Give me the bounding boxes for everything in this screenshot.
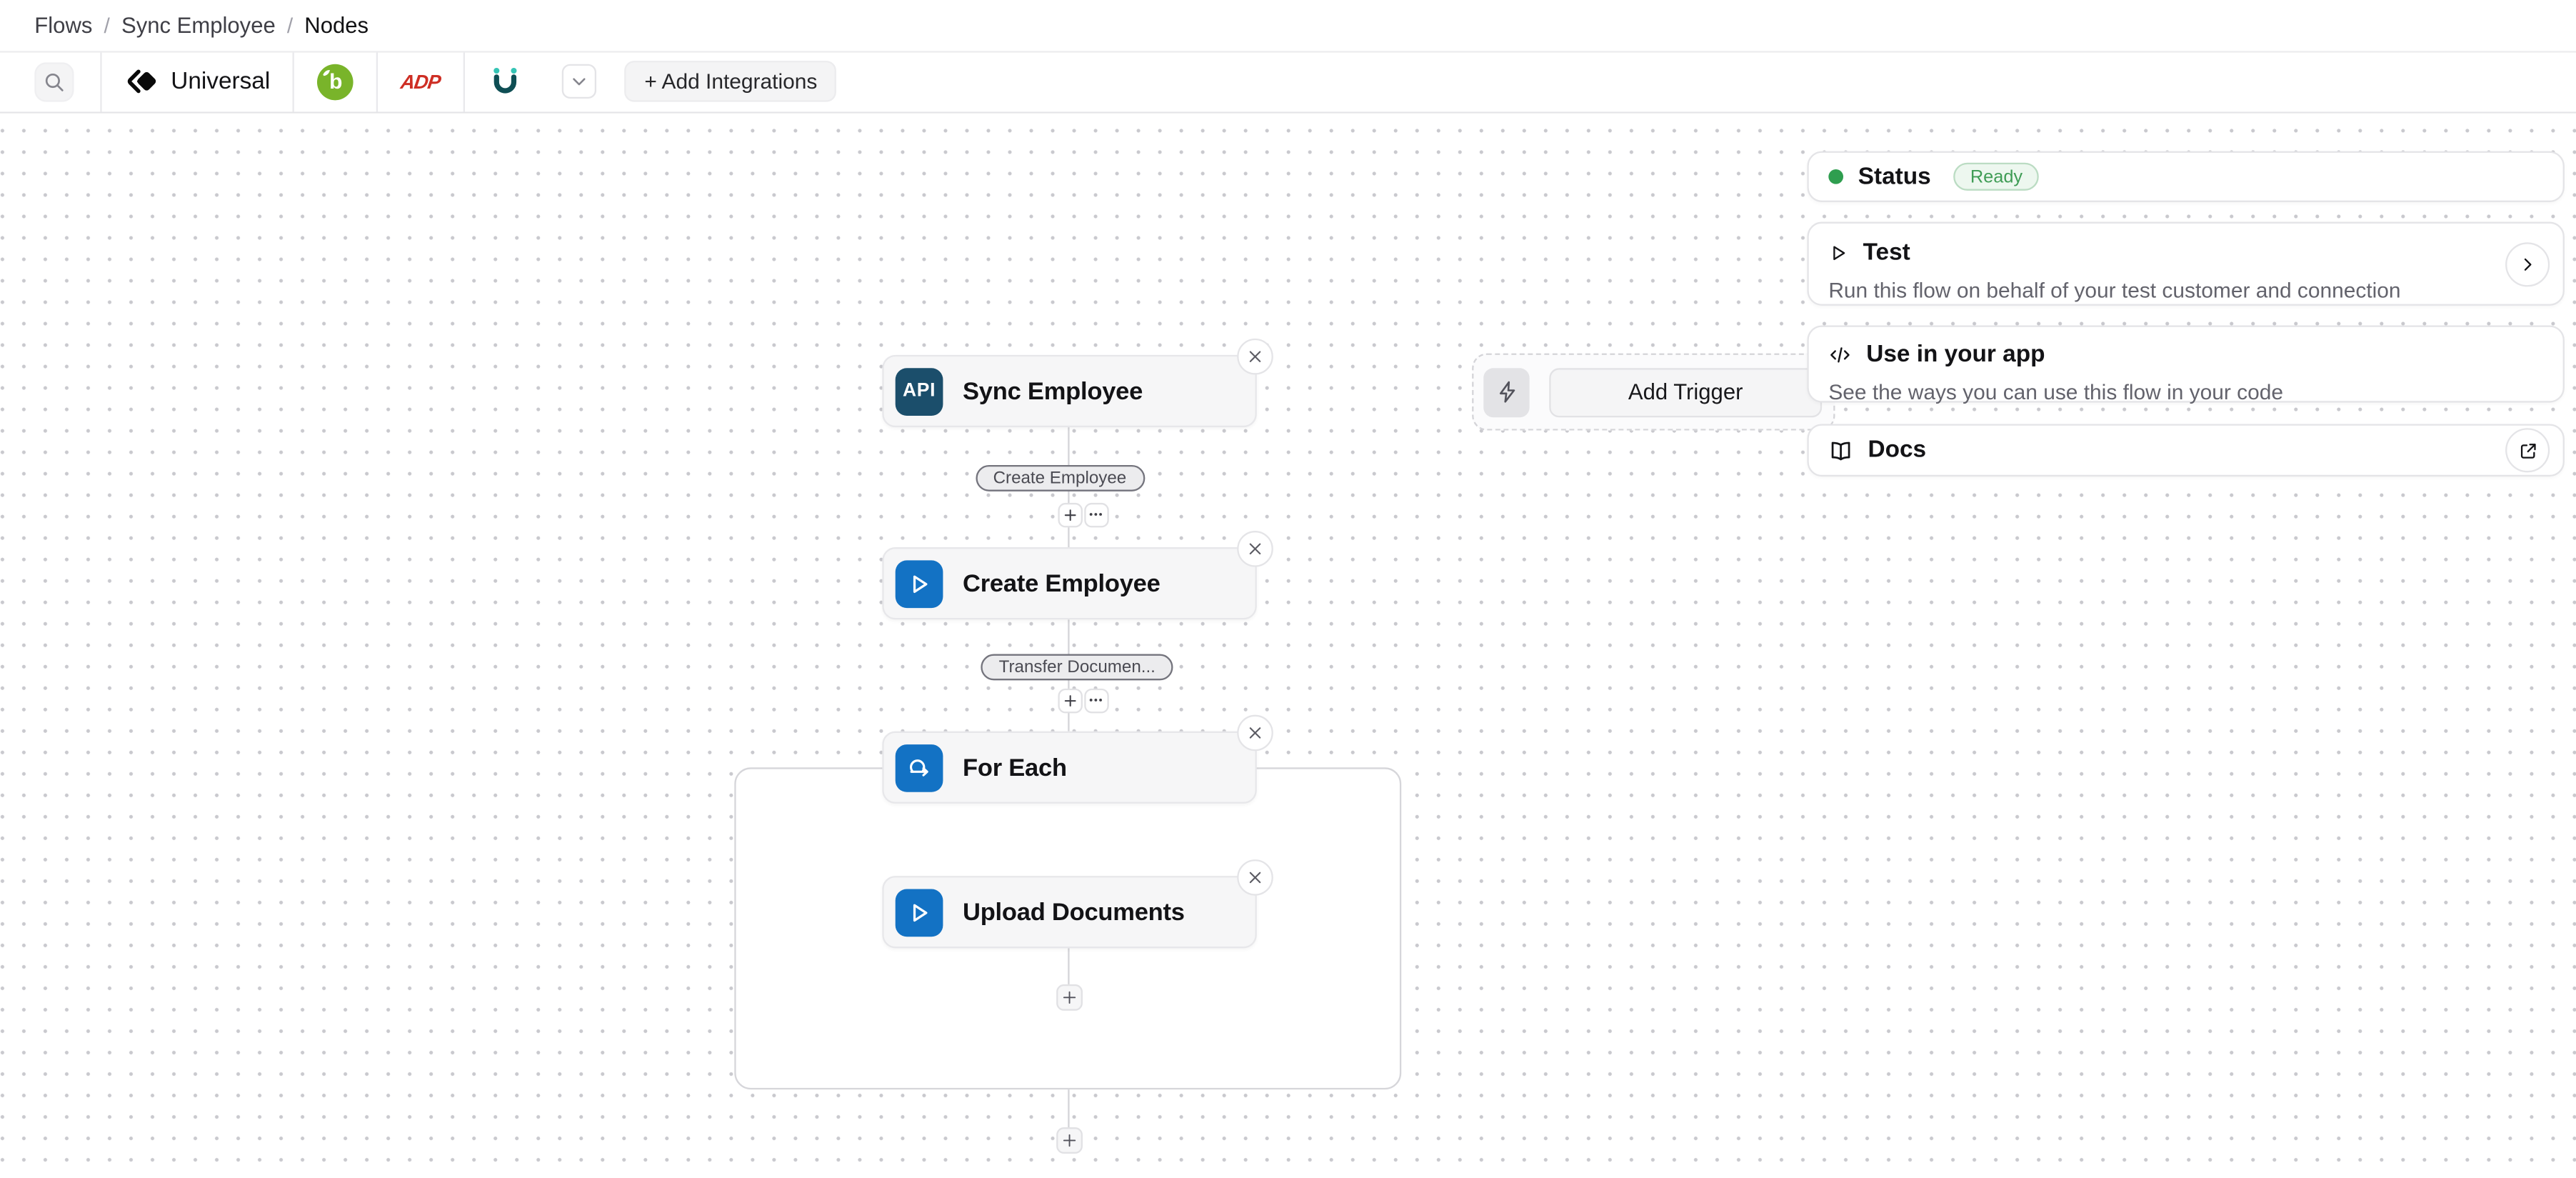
status-dot xyxy=(1828,169,1844,184)
adp-logo: ADP xyxy=(400,69,443,93)
use-in-app-card[interactable]: Use in your app See the ways you can use… xyxy=(1807,325,2565,404)
docs-external-link-button[interactable] xyxy=(2505,428,2550,473)
search-icon xyxy=(43,70,66,93)
node-title: Sync Employee xyxy=(963,376,1143,406)
close-icon xyxy=(1247,349,1263,365)
docs-card[interactable]: Docs xyxy=(1807,424,2565,477)
status-title: Status xyxy=(1858,163,1931,190)
breadcrumb-flows[interactable]: Flows xyxy=(34,12,93,38)
plus-icon xyxy=(1061,989,1078,1005)
chevron-right-icon xyxy=(2518,255,2536,273)
node-for-each[interactable]: For Each xyxy=(882,714,1273,804)
close-icon xyxy=(1247,541,1263,557)
more-options-icon xyxy=(1088,506,1104,523)
breadcrumb-separator: / xyxy=(104,12,110,38)
search-button[interactable] xyxy=(34,61,74,101)
node-sync-employee[interactable]: API Sync Employee xyxy=(882,338,1273,428)
node-title: Upload Documents xyxy=(963,898,1185,927)
remove-node-button[interactable] xyxy=(1237,531,1273,567)
code-icon xyxy=(1828,344,1851,366)
integration-app-logo xyxy=(125,66,156,97)
link-label-create-employee[interactable]: Create Employee xyxy=(975,465,1145,491)
chevron-down-icon xyxy=(571,72,588,90)
tab-adp[interactable]: ADP xyxy=(376,51,464,111)
use-in-app-title: Use in your app xyxy=(1866,341,2045,369)
plus-icon xyxy=(1061,1132,1078,1148)
remove-node-button[interactable] xyxy=(1237,714,1273,752)
tab-bamboohr[interactable]: b xyxy=(293,51,376,111)
docs-title: Docs xyxy=(1868,436,1927,464)
link-options-button[interactable] xyxy=(1083,687,1108,713)
more-options-icon xyxy=(1088,692,1104,708)
status-badge: Ready xyxy=(1953,162,2040,191)
flow-canvas[interactable]: Add Trigger API Sync Employee Create Emp… xyxy=(0,112,2576,1178)
test-subtitle: Run this flow on behalf of your test cus… xyxy=(1828,277,2401,303)
node-upload-documents[interactable]: Upload Documents xyxy=(882,859,1273,949)
breadcrumb-separator: / xyxy=(286,12,294,38)
add-trigger-zone: Add Trigger xyxy=(1472,353,1835,431)
test-title: Test xyxy=(1863,239,1910,266)
integrations-dropdown-button[interactable] xyxy=(562,64,597,99)
tab-universal[interactable]: Universal xyxy=(100,51,293,111)
ukg-logo xyxy=(488,64,523,99)
loop-icon xyxy=(895,743,943,792)
test-expand-button[interactable] xyxy=(2505,241,2550,286)
external-link-icon xyxy=(2517,441,2537,461)
link-label-transfer-documents[interactable]: Transfer Documen... xyxy=(981,654,1174,680)
connector-line xyxy=(1068,948,1071,984)
play-icon xyxy=(895,559,943,607)
tab-ukg[interactable] xyxy=(463,51,546,111)
add-node-button[interactable] xyxy=(1057,687,1082,713)
remove-node-button[interactable] xyxy=(1237,859,1273,896)
integrations-toolbar: Universal b ADP + Add Integrations xyxy=(0,50,2576,113)
add-node-after-loop-button[interactable] xyxy=(1056,1126,1083,1153)
status-card: Status Ready xyxy=(1807,151,2565,202)
connector-line xyxy=(1068,1089,1071,1127)
add-node-button[interactable] xyxy=(1057,501,1082,527)
breadcrumb: Flows / Sync Employee / Nodes xyxy=(0,0,2576,51)
close-icon xyxy=(1247,724,1263,741)
use-in-app-subtitle: See the ways you can use this flow in yo… xyxy=(1828,379,2283,404)
node-create-employee[interactable]: Create Employee xyxy=(882,531,1273,620)
lightning-icon xyxy=(1494,379,1519,404)
test-card[interactable]: Test Run this flow on behalf of your tes… xyxy=(1807,221,2565,306)
breadcrumb-nodes: Nodes xyxy=(304,12,369,38)
play-icon xyxy=(895,888,943,937)
api-icon: API xyxy=(895,367,943,415)
plus-icon xyxy=(1062,507,1077,522)
add-integrations-button[interactable]: + Add Integrations xyxy=(624,61,837,102)
bamboohr-logo: b xyxy=(317,63,354,100)
plus-icon xyxy=(1062,693,1077,708)
add-trigger-button[interactable]: Add Trigger xyxy=(1549,367,1823,417)
book-icon xyxy=(1828,438,1853,463)
tab-universal-label: Universal xyxy=(171,68,271,95)
remove-node-button[interactable] xyxy=(1237,338,1273,375)
close-icon xyxy=(1247,869,1263,886)
node-title: Create Employee xyxy=(963,569,1161,598)
node-title: For Each xyxy=(963,753,1067,782)
add-node-in-loop-button[interactable] xyxy=(1056,983,1083,1010)
link-options-button[interactable] xyxy=(1083,501,1108,527)
trigger-type-button[interactable] xyxy=(1483,367,1530,417)
breadcrumb-sync-employee[interactable]: Sync Employee xyxy=(121,12,276,38)
play-outline-icon xyxy=(1828,243,1848,263)
